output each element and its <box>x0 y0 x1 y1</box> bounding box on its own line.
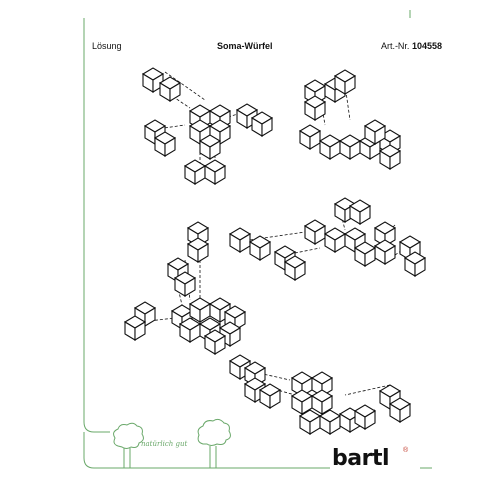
article-prefix: Art.-Nr. <box>380 41 410 51</box>
article-number: Art.-Nr. 104558 <box>381 41 442 51</box>
solution-figure-2 <box>299 69 401 170</box>
brand-registered-mark: ® <box>403 447 409 454</box>
solution-label: Lösung <box>92 41 122 51</box>
tree-icon <box>113 422 144 468</box>
header: Lösung Soma-Würfel Art.-Nr. 104558 <box>92 41 442 55</box>
solution-figure-1 <box>142 67 273 185</box>
article-number-value: 104558 <box>411 41 442 51</box>
solution-figure-3 <box>229 197 426 281</box>
slogan: natürlich gut <box>141 440 188 448</box>
brand-logo: bartl <box>332 446 390 471</box>
solution-figure-4 <box>124 221 246 355</box>
solution-figure-5 <box>229 354 411 435</box>
tree-icon <box>197 418 231 468</box>
page-title: Soma-Würfel <box>217 41 273 51</box>
